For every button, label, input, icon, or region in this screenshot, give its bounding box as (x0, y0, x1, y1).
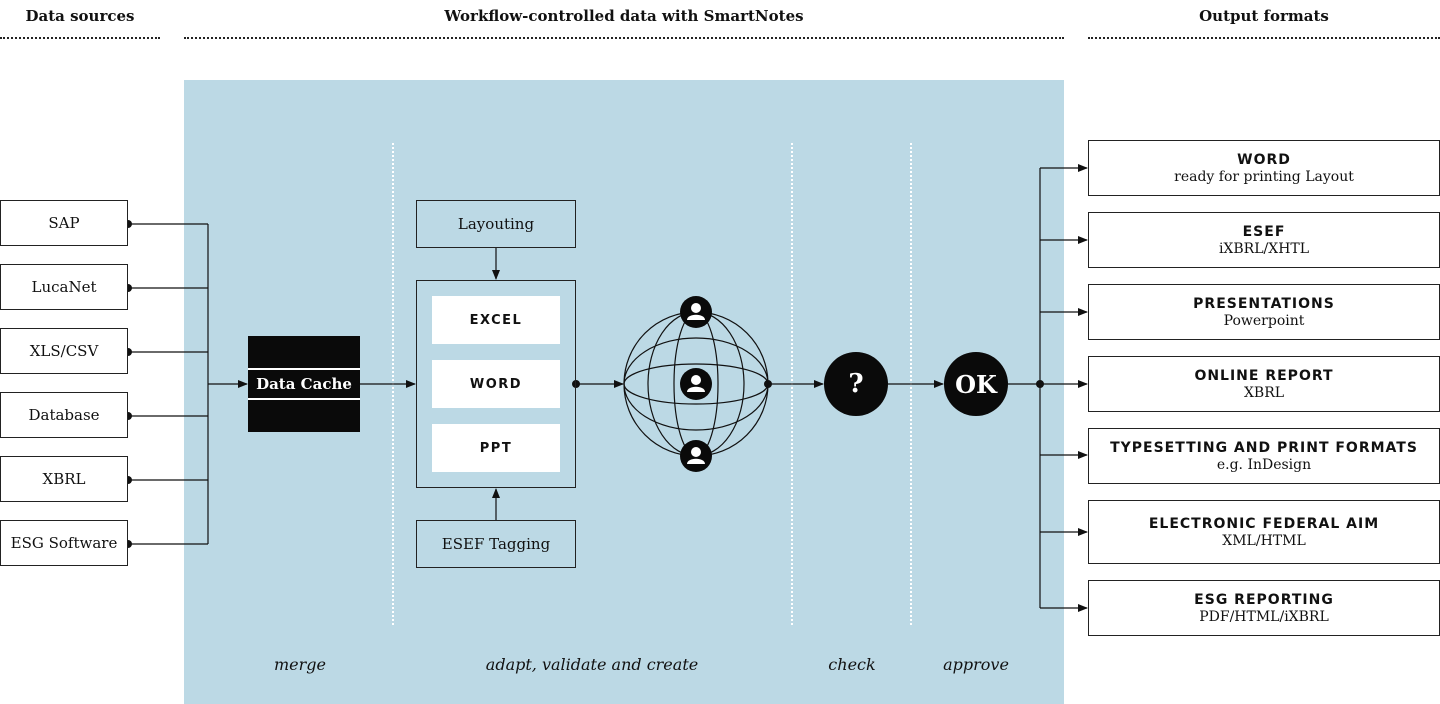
user-icon (680, 440, 712, 472)
source-sap: SAP (0, 200, 128, 246)
format-word: WORD (432, 360, 560, 408)
output-title: PRESENTATIONS (1193, 295, 1335, 312)
user-icon (680, 296, 712, 328)
output-electronic-federal-aim: ELECTRONIC FEDERAL AIM XML/HTML (1088, 500, 1440, 564)
output-word: WORD ready for printing Layout (1088, 140, 1440, 196)
source-xbrl: XBRL (0, 456, 128, 502)
output-title: ELECTRONIC FEDERAL AIM (1148, 515, 1380, 532)
output-subtitle: iXBRL/XHTL (1218, 240, 1310, 257)
output-subtitle: ready for printing Layout (1174, 168, 1354, 185)
user-icon (680, 368, 712, 400)
divider-workflow (184, 37, 1064, 39)
output-title: ESG REPORTING (1194, 591, 1334, 608)
output-online-report: ONLINE REPORT XBRL (1088, 356, 1440, 412)
format-ppt: PPT (432, 424, 560, 472)
output-title: ONLINE REPORT (1194, 367, 1334, 384)
output-subtitle: PDF/HTML/iXBRL (1199, 608, 1329, 625)
esef-tagging-box: ESEF Tagging (416, 520, 576, 568)
data-cache-top (248, 336, 360, 368)
step-check: check (828, 655, 876, 674)
output-subtitle: e.g. InDesign (1216, 456, 1312, 473)
output-subtitle: XML/HTML (1222, 532, 1306, 549)
format-excel: EXCEL (432, 296, 560, 344)
output-presentations: PRESENTATIONS Powerpoint (1088, 284, 1440, 340)
output-title: WORD (1237, 151, 1291, 168)
output-esg-reporting: ESG REPORTING PDF/HTML/iXBRL (1088, 580, 1440, 636)
approve-circle: OK (944, 352, 1008, 416)
step-adapt: adapt, validate and create (485, 655, 699, 674)
header-workflow: Workflow-controlled data with SmartNotes (444, 7, 804, 25)
source-xls-csv: XLS/CSV (0, 328, 128, 374)
step-approve: approve (943, 655, 1009, 674)
source-database: Database (0, 392, 128, 438)
header-data-sources: Data sources (25, 7, 135, 25)
step-merge: merge (274, 655, 326, 674)
output-esef: ESEF iXBRL/XHTL (1088, 212, 1440, 268)
output-title: TYPESETTING AND PRINT FORMATS (1110, 439, 1418, 456)
formats-container (416, 280, 576, 488)
divider-outputs (1088, 37, 1440, 39)
output-subtitle: Powerpoint (1223, 312, 1305, 329)
divider-sources (0, 37, 160, 39)
output-subtitle: XBRL (1243, 384, 1285, 401)
data-cache-bottom (248, 400, 360, 432)
output-title: ESEF (1242, 223, 1286, 240)
layouting-box: Layouting (416, 200, 576, 248)
source-esg-software: ESG Software (0, 520, 128, 566)
check-circle: ? (824, 352, 888, 416)
data-cache: Data Cache (248, 368, 360, 400)
source-lucanet: LucaNet (0, 264, 128, 310)
output-typesetting: TYPESETTING AND PRINT FORMATS e.g. InDes… (1088, 428, 1440, 484)
header-output-formats: Output formats (1199, 7, 1329, 25)
